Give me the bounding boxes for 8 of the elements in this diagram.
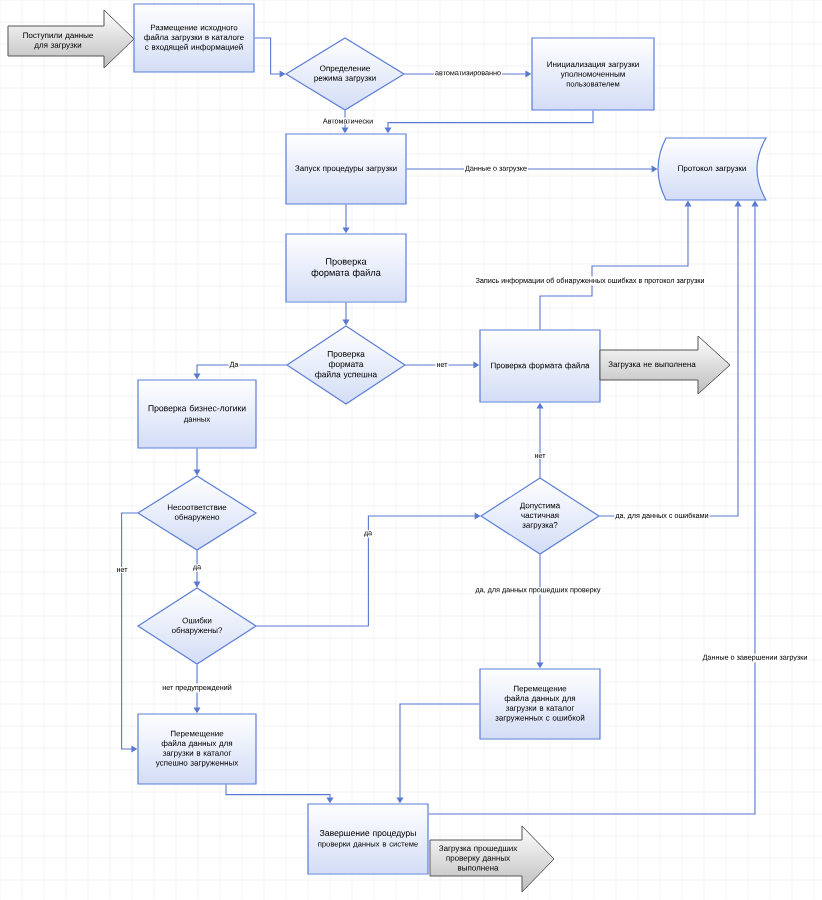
connector-arrow — [255, 512, 481, 627]
connector-arrow — [428, 200, 759, 815]
connector-arrow — [121, 512, 139, 753]
connector-arrow — [342, 302, 350, 326]
connector-arrow — [193, 549, 201, 588]
connector-arrow — [193, 448, 201, 476]
connector-arrow — [254, 37, 286, 78]
connector-arrow — [539, 200, 692, 330]
